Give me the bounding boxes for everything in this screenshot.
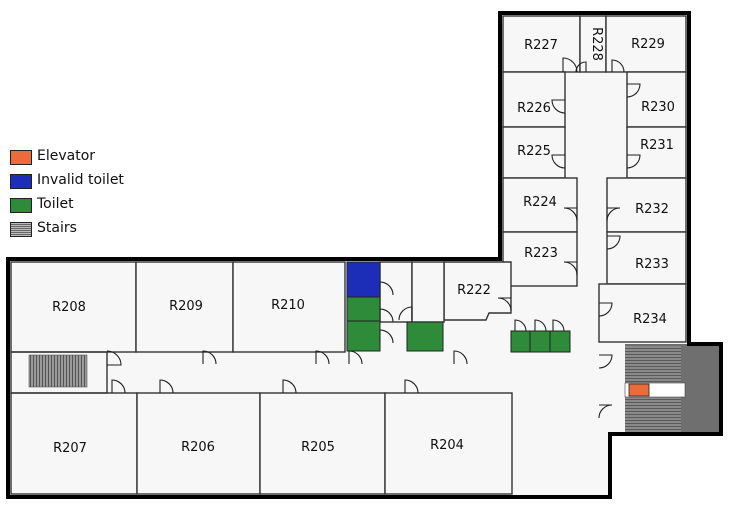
room-label-r223: R223 bbox=[524, 246, 558, 261]
door[interactable] bbox=[563, 261, 578, 276]
door[interactable] bbox=[106, 350, 122, 366]
doors bbox=[106, 57, 641, 419]
legend-label: Invalid toilet bbox=[37, 172, 124, 188]
room-r204[interactable] bbox=[384, 392, 513, 495]
door[interactable] bbox=[606, 207, 621, 222]
room-r225[interactable] bbox=[502, 126, 566, 179]
stairs-left bbox=[28, 354, 88, 388]
stairs-swatch bbox=[10, 222, 32, 237]
room-label-r230: R230 bbox=[641, 100, 675, 115]
room-label-r206: R206 bbox=[181, 440, 215, 455]
door[interactable] bbox=[315, 350, 330, 365]
toilet bbox=[346, 296, 381, 322]
door[interactable] bbox=[379, 329, 394, 344]
door[interactable] bbox=[348, 350, 363, 365]
elevator bbox=[628, 383, 650, 397]
utility-room bbox=[411, 261, 445, 323]
door[interactable] bbox=[398, 306, 413, 321]
utility-room bbox=[379, 261, 413, 323]
door[interactable] bbox=[497, 297, 512, 312]
toilet bbox=[529, 330, 551, 353]
room-r234[interactable] bbox=[598, 283, 687, 343]
door[interactable] bbox=[379, 281, 394, 296]
legend-label: Toilet bbox=[37, 196, 74, 212]
legend-label: Stairs bbox=[37, 220, 77, 236]
room-r233[interactable] bbox=[606, 231, 687, 285]
door[interactable] bbox=[453, 350, 468, 365]
room-label-r234: R234 bbox=[633, 312, 667, 327]
room-r230[interactable] bbox=[626, 71, 687, 128]
door[interactable] bbox=[159, 379, 174, 394]
room-label-r204: R204 bbox=[430, 438, 464, 453]
room-label-r205: R205 bbox=[301, 440, 335, 455]
outer-wall bbox=[6, 11, 723, 499]
door[interactable] bbox=[563, 207, 578, 222]
room-label-r233: R233 bbox=[635, 257, 669, 272]
stair-enclosure bbox=[10, 351, 108, 394]
room-label-r229: R229 bbox=[631, 37, 665, 52]
door[interactable] bbox=[626, 154, 641, 169]
door[interactable] bbox=[606, 235, 621, 250]
room-r210[interactable] bbox=[232, 261, 346, 353]
invalid-toilet-swatch bbox=[10, 174, 32, 189]
door[interactable] bbox=[379, 308, 394, 323]
elevator-swatch bbox=[10, 150, 32, 165]
room-label-r232: R232 bbox=[635, 202, 669, 217]
door[interactable] bbox=[575, 61, 587, 73]
room-label-r228: R228 bbox=[589, 27, 604, 61]
door[interactable] bbox=[282, 379, 297, 394]
door[interactable] bbox=[552, 319, 565, 332]
door[interactable] bbox=[551, 99, 566, 114]
room-label-r208: R208 bbox=[52, 300, 86, 315]
door[interactable] bbox=[598, 354, 613, 369]
door[interactable] bbox=[534, 319, 547, 332]
door[interactable] bbox=[611, 59, 625, 73]
room-r227[interactable] bbox=[502, 15, 581, 73]
toilets bbox=[346, 261, 571, 353]
legend-label: Elevator bbox=[37, 148, 96, 164]
room-r232[interactable] bbox=[606, 177, 687, 233]
door[interactable] bbox=[404, 379, 419, 394]
door[interactable] bbox=[626, 83, 641, 98]
room-label-r224: R224 bbox=[523, 195, 557, 210]
room-label-r225: R225 bbox=[517, 144, 551, 159]
toilet bbox=[346, 320, 381, 352]
room-r205[interactable] bbox=[259, 392, 386, 495]
door[interactable] bbox=[111, 379, 126, 394]
room-label-r210: R210 bbox=[271, 298, 305, 313]
door[interactable] bbox=[598, 404, 613, 419]
room-r231[interactable] bbox=[626, 126, 687, 179]
room-labels: R227 R228 R229 R226 R230 R225 R231 R224 … bbox=[52, 27, 675, 456]
toilet bbox=[510, 330, 531, 353]
room-label-r231: R231 bbox=[640, 138, 674, 153]
room-label-r207: R207 bbox=[53, 441, 87, 456]
invalid-toilet bbox=[346, 261, 381, 298]
door[interactable] bbox=[598, 302, 613, 317]
door[interactable] bbox=[202, 350, 217, 365]
room-r223[interactable] bbox=[502, 231, 578, 287]
rooms bbox=[10, 15, 687, 495]
room-label-r226: R226 bbox=[517, 101, 551, 116]
room-label-r209: R209 bbox=[169, 299, 203, 314]
toilet bbox=[549, 330, 571, 353]
room-r207[interactable] bbox=[10, 392, 138, 495]
room-r209[interactable] bbox=[135, 261, 234, 353]
room-r224[interactable] bbox=[502, 177, 578, 233]
toilet bbox=[406, 321, 444, 352]
room-r206[interactable] bbox=[136, 392, 261, 495]
door[interactable] bbox=[551, 154, 566, 169]
toilet-swatch bbox=[10, 198, 32, 213]
room-label-r227: R227 bbox=[524, 38, 558, 53]
room-label-r222: R222 bbox=[457, 283, 491, 298]
door[interactable] bbox=[514, 319, 527, 332]
